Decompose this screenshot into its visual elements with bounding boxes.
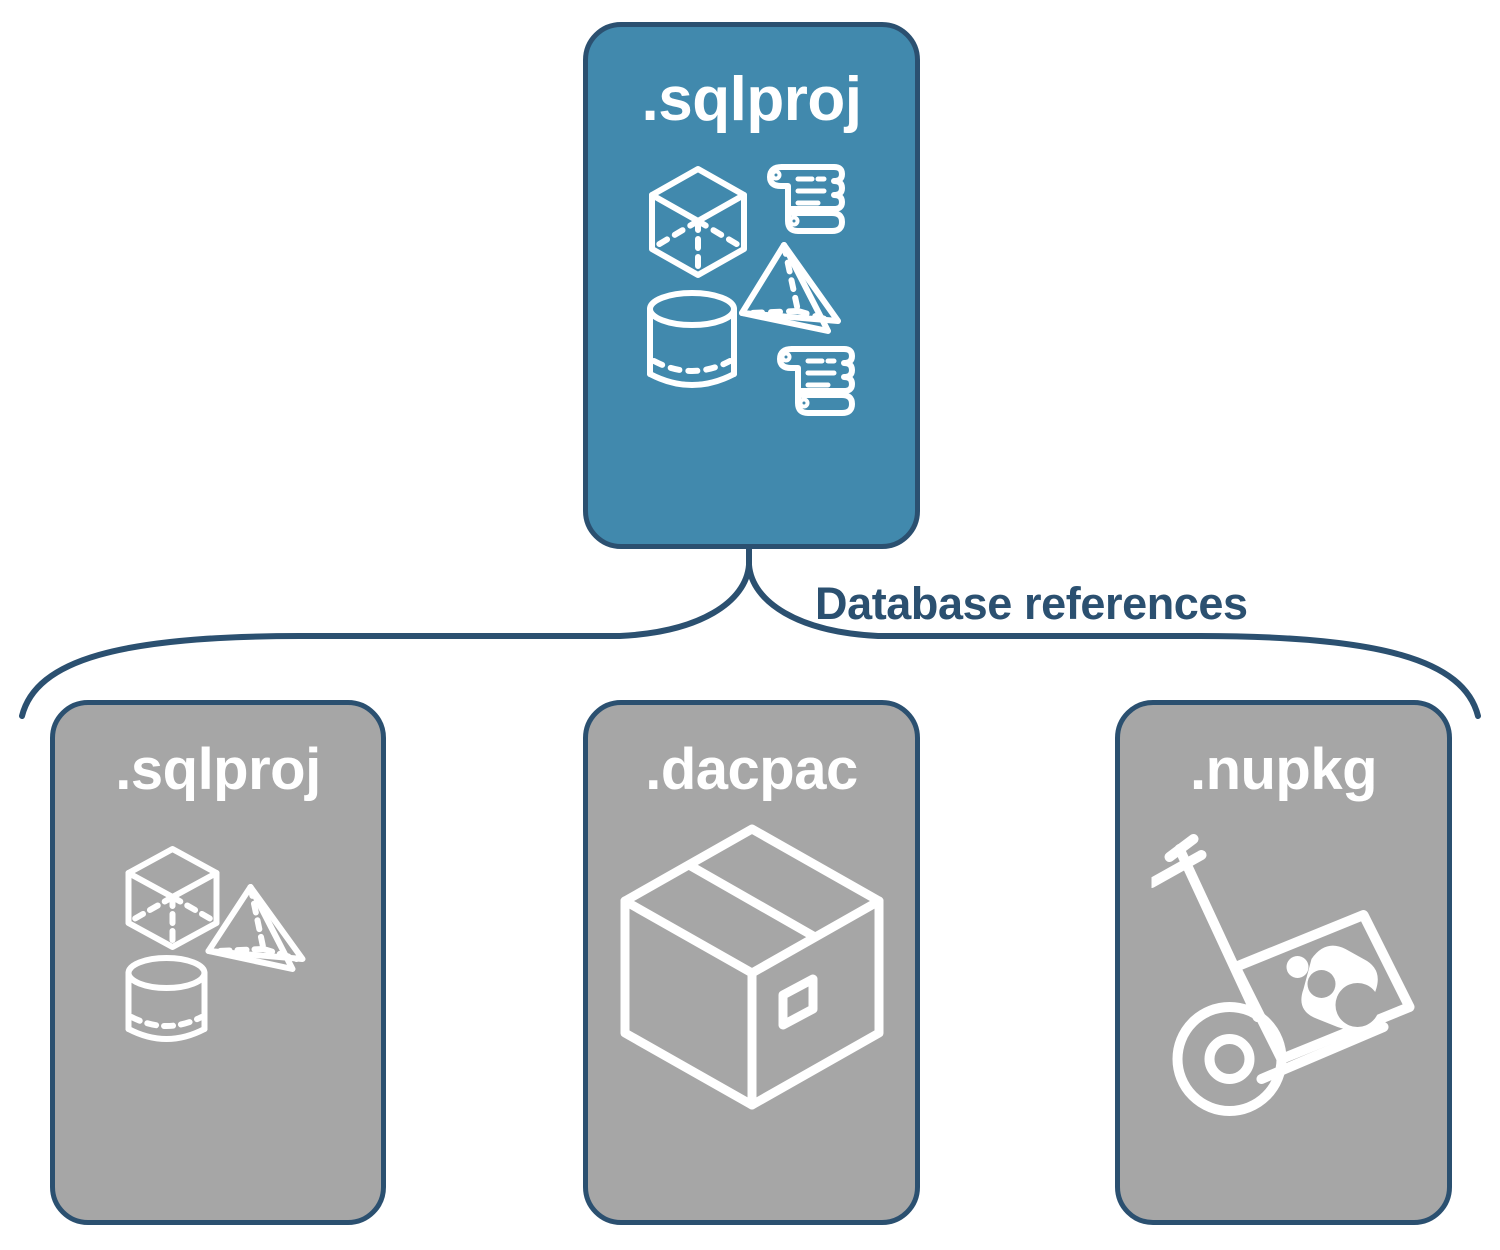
brace-left-arm	[19, 562, 752, 719]
scroll-script-icon	[776, 346, 855, 416]
hand-truck-package-icon	[1151, 834, 1414, 1116]
cylinder-wireframe-icon	[646, 290, 737, 388]
reference-node-label: .dacpac	[645, 737, 858, 802]
pyramid-wireframe-icon	[738, 242, 841, 334]
reference-node-label: .sqlproj	[115, 737, 321, 802]
reference-node-nupkg[interactable]: .nupkg	[1115, 700, 1452, 1225]
reference-node-artwork	[55, 799, 381, 1220]
pyramid-wireframe-icon	[205, 884, 306, 972]
primary-node-artwork	[588, 131, 915, 544]
reference-node-artwork	[1120, 799, 1447, 1220]
reference-node-dacpac[interactable]: .dacpac	[583, 700, 920, 1225]
shipping-box-icon	[620, 824, 883, 1110]
cube-wireframe-icon	[648, 166, 747, 278]
brace-label: Database references	[815, 578, 1248, 629]
primary-node-label: .sqlproj	[641, 65, 862, 134]
reference-node-sqlproj[interactable]: .sqlproj	[50, 700, 386, 1225]
primary-node-sqlproj[interactable]: .sqlproj	[583, 22, 920, 549]
cylinder-wireframe-icon	[125, 955, 208, 1042]
reference-node-artwork	[588, 799, 915, 1220]
cube-wireframe-icon	[125, 846, 220, 950]
reference-node-label: .nupkg	[1189, 737, 1378, 802]
scroll-script-icon	[766, 164, 845, 234]
